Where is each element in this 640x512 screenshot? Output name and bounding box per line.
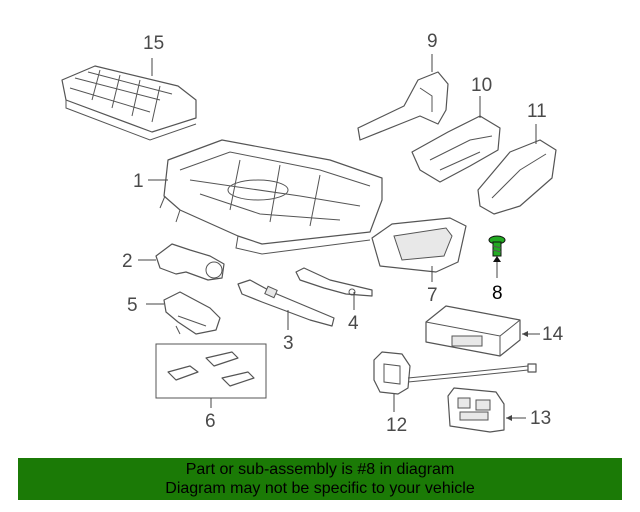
callout-14: 14 (542, 324, 564, 345)
callout-8: 8 (492, 283, 503, 304)
leader-14-arrowhead (522, 331, 528, 337)
part-6-clips[interactable] (155, 343, 267, 399)
part-10-side-shield[interactable] (411, 115, 501, 183)
banner-line-2: Diagram may not be specific to your vehi… (165, 480, 475, 497)
banner-line-1: Part or sub-assembly is #8 in diagram (185, 461, 455, 478)
part-7-trim-panel[interactable] (371, 217, 467, 273)
callout-3: 3 (283, 333, 294, 354)
callout-6: 6 (205, 411, 216, 432)
part-13-control-unit[interactable] (447, 387, 505, 433)
parts-diagram: 15 1 9 10 11 2 7 8 5 4 3 14 6 12 13 (61, 31, 564, 436)
callout-10: 10 (471, 75, 493, 96)
callout-9: 9 (427, 31, 438, 52)
diagram-notice-banner: Part or sub-assembly is #8 in diagram Di… (18, 458, 622, 500)
part-14-module[interactable] (425, 305, 521, 357)
part-9-bracket[interactable] (357, 71, 449, 141)
part-11-cover[interactable] (477, 139, 557, 215)
callout-12: 12 (386, 415, 408, 436)
callout-7: 7 (427, 285, 438, 306)
callout-11: 11 (527, 101, 547, 122)
callout-13: 13 (530, 408, 552, 429)
part-15-cushion-pad[interactable] (61, 65, 197, 141)
leader-8-arrowhead (493, 256, 501, 262)
part-2-motor[interactable] (155, 243, 225, 281)
callout-15: 15 (143, 33, 165, 54)
callout-1: 1 (133, 171, 144, 192)
callout-5: 5 (127, 295, 138, 316)
callout-4: 4 (348, 313, 359, 334)
part-8-screw[interactable] (488, 235, 506, 257)
part-4-cable[interactable] (295, 267, 373, 297)
part-5-actuator[interactable] (163, 291, 221, 335)
part-3-adjuster-rod[interactable] (237, 279, 335, 327)
part-12-switch[interactable] (373, 351, 537, 395)
part-1-seat-frame[interactable] (159, 139, 383, 255)
callout-2: 2 (122, 251, 133, 272)
leader-13-arrowhead (506, 415, 512, 421)
